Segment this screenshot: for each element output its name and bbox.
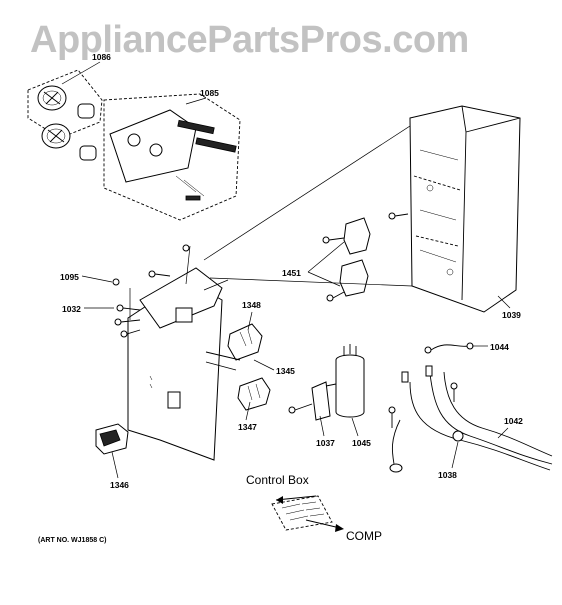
label-leaders [61,61,511,479]
connector-legend: Control Box COMP [246,473,382,543]
capacitor [335,344,365,418]
art-number: (ART NO. WJ1858 C) [38,537,106,544]
control-box-housing [409,105,521,313]
label-1345: 1345 [276,366,295,376]
relay-wires [205,351,241,371]
label-1032: 1032 [62,304,81,314]
label-1347: 1347 [238,422,257,432]
rocker-switch [95,423,129,455]
screws [112,270,458,428]
relay-1348 [227,323,263,361]
control-box-label: Control Box [246,473,309,487]
arrow-left-head [276,496,283,504]
arrow-to-comp [305,519,341,529]
wire-harness [389,365,553,473]
control-knobs [27,69,103,161]
ground-wire [424,342,474,354]
selector-switches [322,212,409,302]
arrow-right-head [335,524,344,532]
assembly-guide-lines [129,125,413,320]
label-1044: 1044 [490,342,509,352]
label-1346: 1346 [110,480,129,490]
relay-1347 [237,377,271,411]
label-1085: 1085 [200,88,219,98]
label-1045: 1045 [352,438,371,448]
control-box-bracket [127,244,229,461]
control-panel [103,93,241,221]
label-1348: 1348 [242,300,261,310]
label-1038: 1038 [438,470,457,480]
label-1095: 1095 [60,272,79,282]
watermark: AppliancePartsPros.com [30,19,469,61]
capacitor-bracket [311,381,337,421]
label-1042: 1042 [504,416,523,426]
label-1451: 1451 [282,268,301,278]
label-1037: 1037 [316,438,335,448]
label-1086: 1086 [92,52,111,62]
comp-label: COMP [346,529,382,543]
label-1039: 1039 [502,310,521,320]
